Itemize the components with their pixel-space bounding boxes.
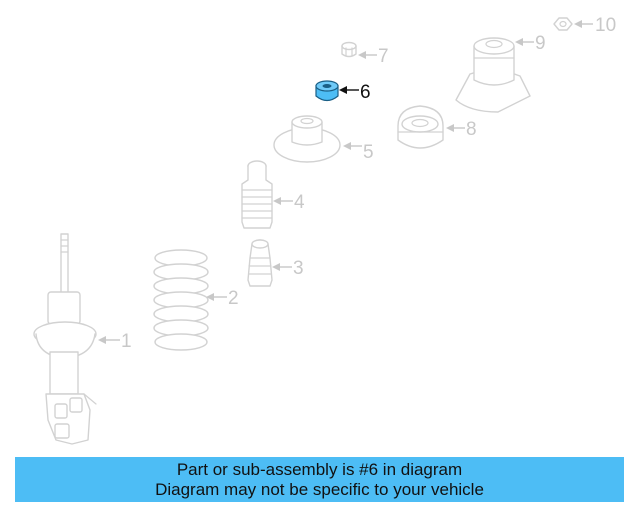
insulator-bushing-highlighted[interactable]: [315, 80, 339, 102]
parts-diagram: 1 2 3 4: [33, 15, 616, 445]
mount-nut[interactable]: [553, 17, 573, 31]
callout-5: 5: [343, 142, 374, 163]
callout-label-7: 7: [378, 46, 389, 67]
callout-label-3: 3: [293, 258, 304, 279]
coil-spring[interactable]: [153, 249, 209, 351]
callout-6: 6: [339, 82, 371, 103]
banner-line-1: Part or sub-assembly is #6 in diagram: [176, 460, 463, 479]
callout-8: 8: [446, 119, 477, 140]
callout-9: 9: [515, 33, 546, 54]
callout-7: 7: [358, 46, 389, 67]
callout-label-8: 8: [466, 119, 477, 140]
info-banner: Part or sub-assembly is #6 in diagram Di…: [15, 457, 624, 502]
callout-label-4: 4: [294, 192, 305, 213]
callout-label-1: 1: [121, 331, 132, 352]
callout-3: 3: [272, 258, 304, 279]
spring-upper-seat[interactable]: [273, 115, 341, 163]
callout-label-10: 10: [595, 15, 616, 36]
strut-mount[interactable]: [455, 37, 531, 113]
callout-label-9: 9: [535, 33, 546, 54]
strut-assembly[interactable]: [33, 233, 97, 445]
callout-10: 10: [574, 15, 616, 36]
bump-stop[interactable]: [247, 239, 273, 287]
callout-label-5: 5: [363, 142, 374, 163]
lock-nut[interactable]: [341, 41, 357, 58]
dust-boot[interactable]: [241, 160, 273, 229]
callout-label-2: 2: [228, 288, 239, 309]
strut-bearing[interactable]: [397, 105, 444, 149]
callout-label-6: 6: [360, 82, 371, 103]
banner-line-2: Diagram may not be specific to your vehi…: [155, 480, 484, 499]
callout-1: 1: [98, 331, 132, 352]
callout-4: 4: [273, 192, 305, 213]
callout-2: 2: [206, 288, 239, 309]
